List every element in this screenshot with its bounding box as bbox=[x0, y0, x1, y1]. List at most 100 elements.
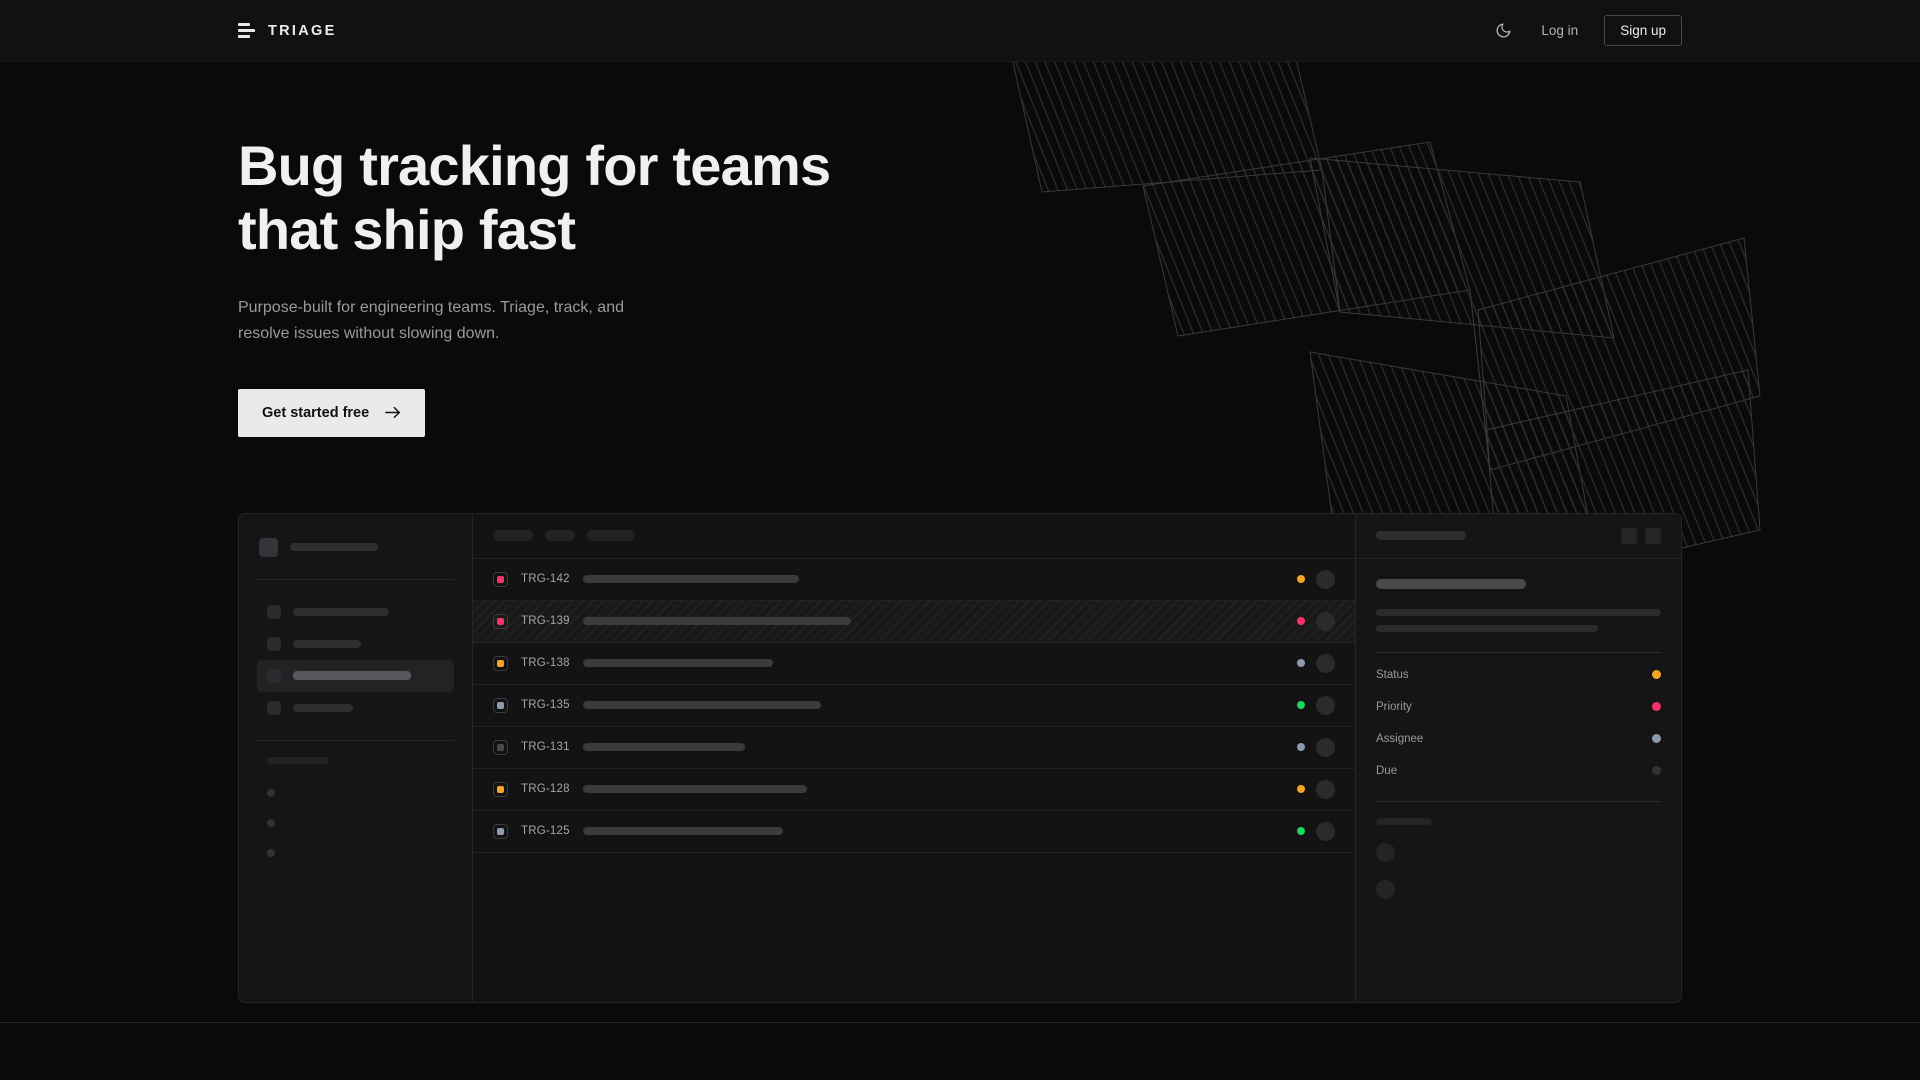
meta-value-dot-icon bbox=[1652, 670, 1661, 680]
sidebar-nav bbox=[257, 596, 454, 724]
row-meta bbox=[1297, 779, 1335, 799]
status-badge bbox=[1297, 701, 1305, 710]
avatar[interactable] bbox=[1316, 611, 1335, 631]
sidebar-divider-top bbox=[257, 578, 454, 580]
sidebar-section-label-skeleton bbox=[267, 756, 329, 764]
table-row[interactable]: TRG-128 bbox=[473, 769, 1355, 811]
sidebar-sub-item-dot-icon bbox=[267, 818, 275, 827]
sidebar-divider-bottom bbox=[257, 739, 454, 741]
sidebar-item-icon bbox=[267, 700, 281, 715]
table-row[interactable]: TRG-142 bbox=[473, 559, 1355, 601]
sidebar-item-icon bbox=[267, 604, 281, 619]
table-row[interactable]: TRG-125 bbox=[473, 811, 1355, 853]
avatar[interactable] bbox=[1316, 821, 1335, 841]
meta-label: Priority bbox=[1376, 700, 1412, 713]
sidebar-item-3[interactable] bbox=[257, 692, 454, 724]
detail-divider bbox=[1376, 651, 1661, 653]
issue-id: TRG-125 bbox=[521, 825, 570, 838]
sidebar-item-icon bbox=[267, 636, 281, 651]
sidebar-sub-item-dot-icon bbox=[267, 788, 275, 797]
sidebar-sub-item-2[interactable] bbox=[257, 838, 454, 868]
priority-dot-icon bbox=[497, 785, 504, 793]
status-badge bbox=[1297, 575, 1305, 584]
avatar[interactable] bbox=[1316, 569, 1335, 589]
row-meta bbox=[1297, 611, 1335, 631]
meta-value-dot-icon bbox=[1652, 734, 1661, 744]
issue-id: TRG-131 bbox=[521, 741, 570, 754]
detail-action-button-1[interactable] bbox=[1645, 527, 1661, 544]
stacked-bars-icon bbox=[238, 23, 255, 38]
get-started-button[interactable]: Get started free bbox=[238, 388, 426, 437]
priority-dot-icon bbox=[497, 701, 504, 709]
filter-pill-1[interactable] bbox=[545, 530, 575, 542]
table-row[interactable]: TRG-131 bbox=[473, 727, 1355, 769]
meta-row-priority[interactable]: Priority bbox=[1376, 691, 1661, 723]
avatar[interactable] bbox=[1316, 779, 1335, 799]
detail-description-line-1 bbox=[1376, 608, 1661, 616]
sidebar-sub-item-0[interactable] bbox=[257, 778, 454, 808]
filter-pill-2[interactable] bbox=[587, 530, 635, 542]
row-meta bbox=[1297, 569, 1335, 589]
status-badge bbox=[1297, 659, 1305, 668]
issue-id: TRG-139 bbox=[521, 615, 570, 628]
sidebar-item-1[interactable] bbox=[257, 628, 454, 660]
brand-logo[interactable]: TRIAGE bbox=[238, 23, 337, 39]
footer-divider bbox=[0, 1022, 1920, 1023]
sidebar-item-icon bbox=[267, 668, 281, 683]
issue-title-skeleton bbox=[583, 659, 773, 668]
avatar[interactable] bbox=[1316, 737, 1335, 757]
meta-label: Due bbox=[1376, 764, 1398, 777]
sidebar-item-label-skeleton bbox=[293, 671, 411, 681]
row-meta bbox=[1297, 695, 1335, 715]
moon-icon[interactable] bbox=[1491, 19, 1515, 43]
hero-section: Bug tracking for teams that ship fast Pu… bbox=[0, 62, 1920, 437]
sidebar-item-label-skeleton bbox=[293, 639, 361, 648]
sidebar-item-2[interactable] bbox=[257, 659, 454, 692]
avatar[interactable] bbox=[1316, 695, 1335, 715]
login-link[interactable]: Log in bbox=[1541, 23, 1579, 38]
table-row[interactable]: TRG-138 bbox=[473, 643, 1355, 685]
filter-pill-0[interactable] bbox=[493, 530, 533, 542]
comment-avatar-1[interactable] bbox=[1376, 879, 1395, 899]
hero-subtitle: Purpose-built for engineering teams. Tri… bbox=[238, 298, 624, 342]
avatar[interactable] bbox=[1316, 653, 1335, 673]
status-badge bbox=[1297, 617, 1305, 626]
meta-value-dot-icon bbox=[1652, 702, 1661, 712]
sidebar-sub-items bbox=[257, 778, 454, 868]
status-badge bbox=[1297, 785, 1305, 794]
sidebar-sub-item-1[interactable] bbox=[257, 808, 454, 838]
comment-avatar-0[interactable] bbox=[1376, 842, 1395, 862]
priority-dot-icon bbox=[497, 743, 504, 751]
detail-divider-2 bbox=[1376, 800, 1661, 802]
table-row[interactable]: TRG-135 bbox=[473, 685, 1355, 727]
meta-label: Assignee bbox=[1376, 732, 1424, 745]
top-navbar: TRIAGE Log in Sign up bbox=[0, 0, 1920, 62]
meta-row-status[interactable]: Status bbox=[1376, 659, 1661, 691]
issue-id: TRG-135 bbox=[521, 699, 570, 712]
issue-title-skeleton bbox=[583, 575, 799, 584]
priority-badge bbox=[493, 571, 508, 587]
meta-row-assignee[interactable]: Assignee bbox=[1376, 723, 1661, 755]
issue-id: TRG-138 bbox=[521, 657, 570, 670]
signup-button[interactable]: Sign up bbox=[1604, 15, 1682, 46]
sidebar-sub-item-dot-icon bbox=[267, 848, 275, 857]
meta-row-due[interactable]: Due bbox=[1376, 755, 1661, 787]
sidebar-item-0[interactable] bbox=[257, 596, 454, 628]
priority-badge bbox=[493, 823, 508, 839]
issue-title-skeleton bbox=[583, 785, 807, 794]
detail-description-line-2 bbox=[1376, 624, 1599, 632]
detail-comment-avatars bbox=[1376, 842, 1661, 899]
workspace-name-skeleton bbox=[290, 543, 378, 552]
detail-header-actions bbox=[1621, 527, 1661, 544]
table-row[interactable]: TRG-139 bbox=[473, 600, 1355, 643]
issue-title-skeleton bbox=[583, 743, 745, 752]
detail-action-button-0[interactable] bbox=[1621, 527, 1637, 544]
workspace-switcher[interactable] bbox=[257, 532, 454, 563]
detail-comments-label-skeleton bbox=[1376, 817, 1432, 825]
